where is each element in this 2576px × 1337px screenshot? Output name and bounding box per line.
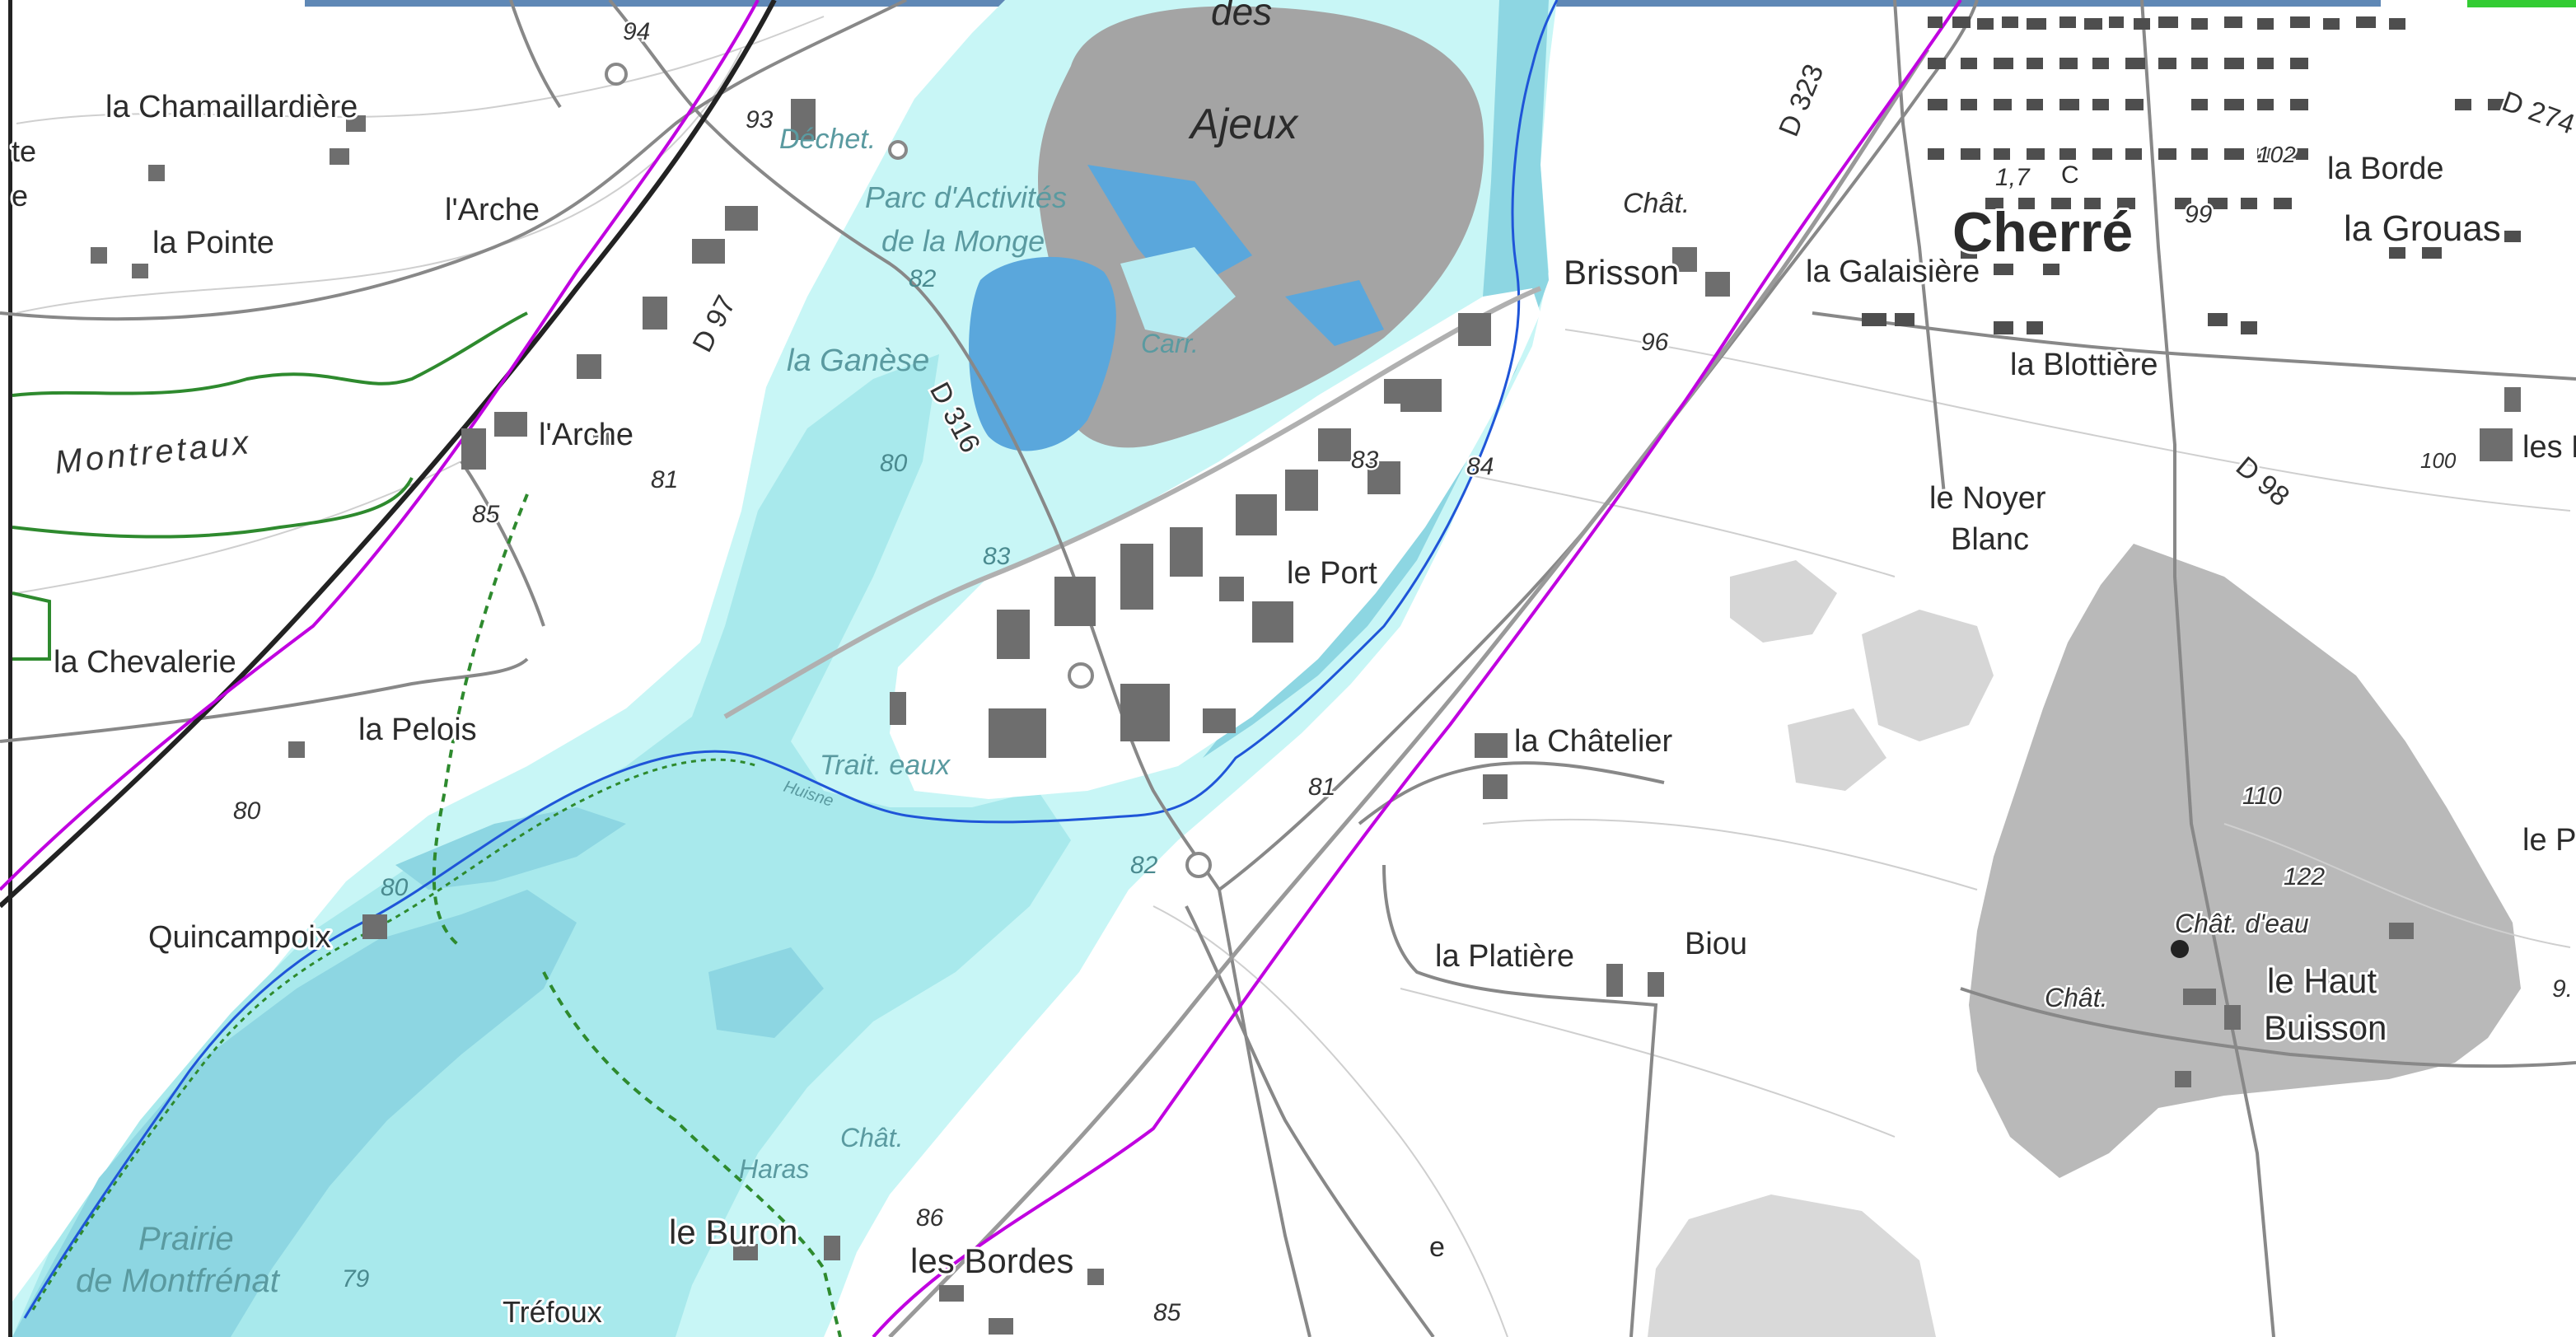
hiking-trails <box>12 311 842 1337</box>
railway-lines <box>0 0 1930 1337</box>
roundabouts <box>605 63 1212 878</box>
spot-height-label: 1,7 <box>1995 164 2031 191</box>
place-label: la Chevalerie <box>54 645 236 680</box>
place-label: Quincampoix <box>148 920 331 955</box>
feature-label: Chât. d'eau <box>2175 909 2309 938</box>
spot-height-label: 110 <box>2242 783 2282 810</box>
place-label: le Pe <box>2522 823 2576 858</box>
place-label: la Borde <box>2327 152 2444 186</box>
quarry-water-blue <box>969 165 1384 451</box>
river-huisne <box>23 0 1559 1319</box>
spot-height-label: 79 <box>342 1265 370 1293</box>
feature-label: de la Monge <box>881 224 1045 258</box>
place-label: les Bordes <box>910 1241 1073 1280</box>
place-label: te <box>12 134 36 168</box>
spot-height-label: 102 <box>2257 142 2296 167</box>
place-label: l'Arche <box>445 193 540 227</box>
buildings <box>91 99 2521 1335</box>
place-label: la Pointe <box>152 226 274 260</box>
village-cherre <box>1862 16 2521 334</box>
spot-height-label: 83 <box>1351 446 1379 474</box>
place-label: les R <box>2522 430 2576 465</box>
boundary-lines <box>0 0 1962 1337</box>
feature-label: la Ganèse <box>787 344 929 378</box>
spot-height-label: 94 <box>623 18 650 45</box>
feature-label: Chât. <box>1623 188 1690 219</box>
place-label: le Port <box>1287 556 1377 591</box>
quarry-lake-ajeux <box>1038 6 1484 448</box>
spot-height-label: 84 <box>1466 453 1494 480</box>
place-label: l'Arche <box>539 418 633 452</box>
place-label: la Grouas <box>2344 208 2501 249</box>
feature-label: Chât. <box>840 1123 903 1152</box>
feature-label: Trait. eaux <box>820 750 951 781</box>
town-label-cherre: Cherré <box>1952 201 2133 264</box>
spot-height-label: 81 <box>651 466 678 493</box>
place-label: la Châtelier <box>1514 724 1673 759</box>
feature-label: Carr. <box>1141 329 1199 358</box>
flood-zone-dark <box>12 807 824 1337</box>
spot-height-label: 93 <box>746 106 774 133</box>
locality-label: Prairie <box>138 1221 234 1257</box>
place-label: Blanc <box>1951 522 2029 557</box>
spot-height-label: 9. <box>2552 975 2573 1003</box>
feature-label: Déchet. <box>779 124 876 155</box>
locality-label: de Montfrénat <box>76 1263 281 1299</box>
place-label: la Blottière <box>2010 348 2158 382</box>
spot-height-label: 99 <box>2185 201 2213 228</box>
contour-lines <box>16 16 2571 1337</box>
forest-area-haut-buisson <box>1969 544 2521 1178</box>
spot-height-label: 80 <box>381 874 409 901</box>
place-label-ajeux: Ajeux <box>1188 101 1299 148</box>
place-label: e <box>1429 1232 1445 1263</box>
place-label: la Galaisière <box>1806 255 1980 289</box>
place-label: le Haut <box>2267 961 2377 1000</box>
quarry-fringe <box>1120 247 1236 338</box>
canal-grey <box>723 286 1542 719</box>
place-label: la Chamaillardière <box>105 90 358 124</box>
spot-height-label: 122 <box>2284 863 2325 891</box>
feature-label: Parc d'Activités <box>865 180 1067 214</box>
place-label: Buisson <box>2264 1008 2387 1047</box>
spot-height-label: 81 <box>1308 774 1335 801</box>
place-label: le Noyer <box>1929 481 2046 516</box>
place-label: la Platière <box>1435 939 1574 974</box>
spot-height-label: 85 <box>472 501 500 528</box>
place-label: la Pelois <box>358 713 477 747</box>
water-tower-icon <box>2171 940 2189 958</box>
spot-height-label: 100 <box>2420 448 2457 473</box>
place-label: e <box>12 179 28 213</box>
place-label: Brisson <box>1564 253 1679 292</box>
spot-height-label: 80 <box>880 450 908 477</box>
spot-height-label: 82 <box>909 265 937 292</box>
corner-marker <box>2467 0 2576 7</box>
forest-area-scrub <box>1730 560 1994 791</box>
symbol-label: C <box>2061 161 2079 189</box>
spot-height-label: 86 <box>916 1204 944 1232</box>
feature-label: Chât. <box>2045 983 2107 1012</box>
industrial-zone-le-port <box>890 288 1540 799</box>
spot-height-label: 96 <box>1641 329 1669 356</box>
spot-height-label: 85 <box>1153 1299 1181 1326</box>
place-label: Biou <box>1685 927 1747 961</box>
place-label: le Buron <box>669 1213 797 1251</box>
feature-label: Haras <box>739 1154 809 1184</box>
left-frame-border <box>8 0 12 1337</box>
place-label-ajeux-top: des <box>1211 0 1272 33</box>
place-label: Tréfoux <box>503 1295 602 1329</box>
spot-height-label: 83 <box>983 543 1011 570</box>
forest-area-south <box>1648 1194 1936 1337</box>
spot-height-label: 80 <box>233 797 261 825</box>
spot-height-label: 82 <box>1130 852 1158 879</box>
